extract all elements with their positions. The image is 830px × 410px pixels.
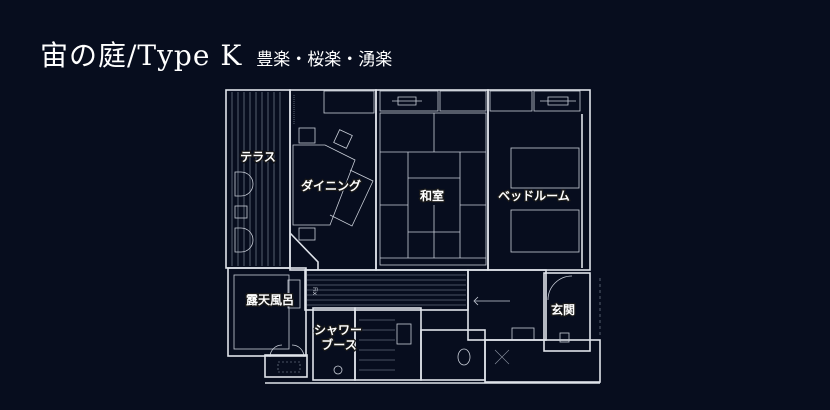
open-air-bath-area xyxy=(227,267,308,378)
terrace-area xyxy=(225,89,291,269)
label-shower-booth-1: シャワー xyxy=(314,323,362,337)
label-shower-booth-2: ブース xyxy=(321,337,356,352)
label-washitsu: 和室 xyxy=(419,188,444,203)
shower-and-bath-area xyxy=(312,307,486,381)
title-main: 宙の庭/Type K xyxy=(40,39,243,72)
label-fix: Fix xyxy=(311,287,318,296)
bedroom-area xyxy=(487,89,591,271)
entrance-area xyxy=(543,272,601,352)
label-dining: ダイニング xyxy=(301,178,361,193)
label-bedroom: ベッドルーム xyxy=(498,189,570,203)
label-entrance: 玄関 xyxy=(551,302,575,317)
title-room-names: 豊楽・桜楽・湧楽 xyxy=(256,50,393,70)
page-title: 宙の庭/Type K 豊楽・桜楽・湧楽 xyxy=(40,34,392,74)
hallway-area xyxy=(467,269,601,383)
label-terrace: テラス xyxy=(240,150,276,164)
label-open-air-bath: 露天風呂 xyxy=(246,293,294,307)
corridor-deck xyxy=(304,269,469,311)
washitsu-area xyxy=(375,89,489,271)
